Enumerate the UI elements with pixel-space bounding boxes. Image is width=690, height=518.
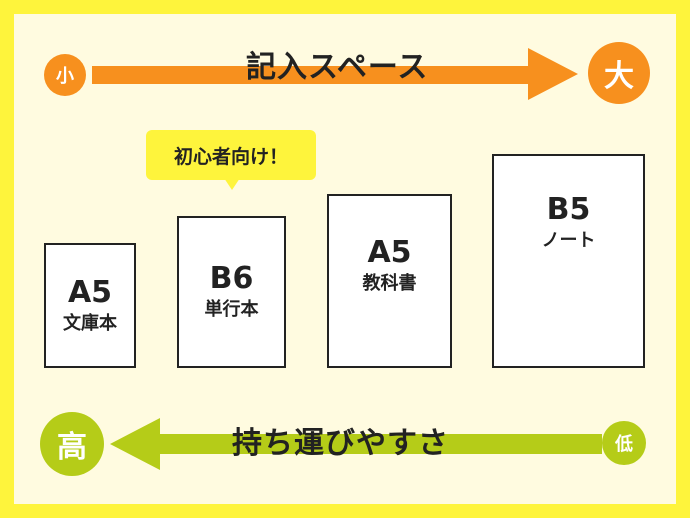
small-badge: 小 <box>44 54 86 96</box>
portability-arrow <box>110 418 602 470</box>
paper-size: A5 <box>367 235 412 270</box>
paper-use: ノート <box>541 230 596 251</box>
portability-label: 持ち運びやすさ <box>232 426 449 461</box>
paper-use: 文庫本 <box>63 312 117 334</box>
bubble-tail <box>224 178 240 190</box>
beginner-recommendation-bubble: 初心者向け！ <box>146 130 316 180</box>
paper-size: B6 <box>209 261 254 296</box>
paper-card-b5-notebook: B5 ノート <box>492 154 645 368</box>
paper-use: 教科書 <box>362 273 417 294</box>
paper-size: A5 <box>67 274 113 310</box>
writing-space-label: 記入スペース <box>246 50 429 85</box>
low-badge: 低 <box>602 421 646 465</box>
paper-card-b6-book: B6 単行本 <box>177 216 286 368</box>
high-badge: 高 <box>40 412 104 476</box>
writing-space-arrow <box>92 48 578 100</box>
large-badge: 大 <box>588 42 650 104</box>
paper-size: B5 <box>546 192 591 227</box>
paper-card-a5-textbook: A5 教科書 <box>327 194 452 368</box>
paper-card-a5-paperback: A5 文庫本 <box>44 243 136 368</box>
paper-use: 単行本 <box>204 299 259 320</box>
